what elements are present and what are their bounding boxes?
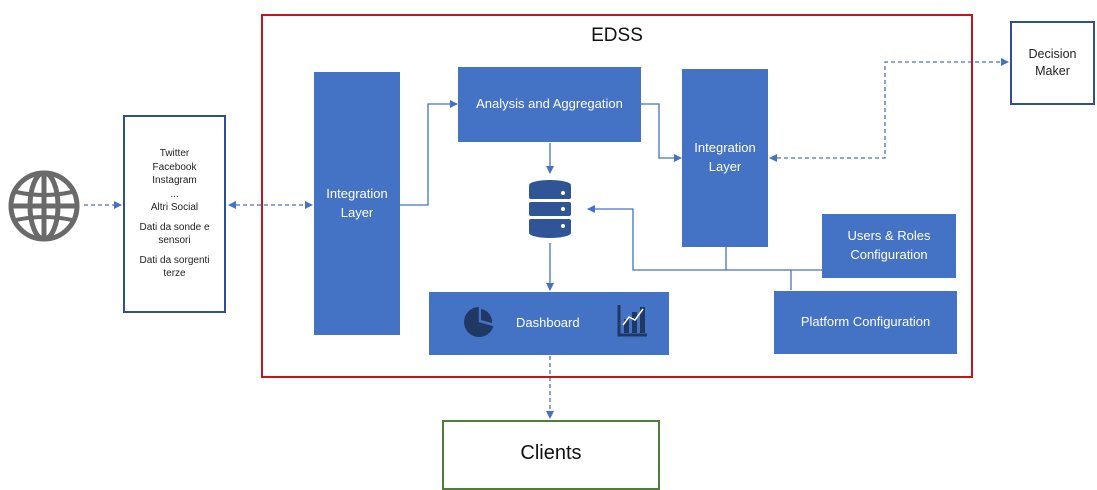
dashboard-label: Dashboard [516, 315, 580, 330]
integration-layer-left: Integration Layer [314, 72, 400, 335]
decision-maker-line1: Decision [1028, 46, 1077, 61]
users-roles-line2: Configuration [850, 247, 928, 262]
data-sources-box: Twitter Facebook Instagram ... Altri Soc… [123, 115, 226, 313]
decision-maker-box: Decision Maker [1010, 21, 1095, 105]
source-ellipsis: ... [170, 188, 179, 200]
integration-left-line2: Layer [340, 204, 374, 220]
source-third-party-line2: terze [163, 268, 186, 280]
source-facebook: Facebook [152, 161, 197, 173]
source-other-social: Altri Social [150, 202, 199, 214]
edss-title: EDSS [591, 25, 643, 46]
analysis-label: Analysis and Aggregation [476, 96, 623, 112]
pie-chart-icon [464, 306, 495, 337]
users-roles-line1: Users & Roles [847, 228, 931, 244]
source-instagram: Instagram [152, 175, 197, 187]
integration-right-line1: Integration [694, 140, 756, 155]
source-probes-line2: sensori [158, 235, 191, 247]
decision-maker-line2: Maker [1035, 64, 1070, 78]
source-third-party-line1: Dati da sorgenti [139, 254, 210, 266]
platform-label: Platform Configuration [800, 314, 931, 330]
globe-icon [8, 170, 80, 242]
analysis-aggregation-block: Analysis and Aggregation [458, 67, 641, 142]
users-roles-configuration-block: Users & Roles Configuration [822, 214, 956, 278]
bar-chart-icon [617, 305, 647, 337]
edss-container [261, 14, 973, 378]
integration-layer-right: Integration Layer [682, 69, 768, 247]
clients-box: Clients [442, 420, 660, 490]
source-twitter: Twitter [159, 148, 190, 160]
integration-right-line2: Layer [708, 158, 742, 174]
integration-decision-maker-connector [769, 58, 1009, 162]
database-icon [529, 180, 571, 238]
config-to-db-connector [587, 205, 822, 271]
source-probes-line1: Dati da sonde e [139, 221, 210, 233]
clients-label: Clients [520, 442, 582, 464]
platform-configuration-block: Platform Configuration [774, 291, 957, 354]
integration-to-analysis-connector [400, 100, 458, 206]
analysis-to-integration-connector [641, 103, 682, 162]
integration-left-line1: Integration [326, 185, 388, 201]
connectors-layer [84, 58, 1009, 419]
